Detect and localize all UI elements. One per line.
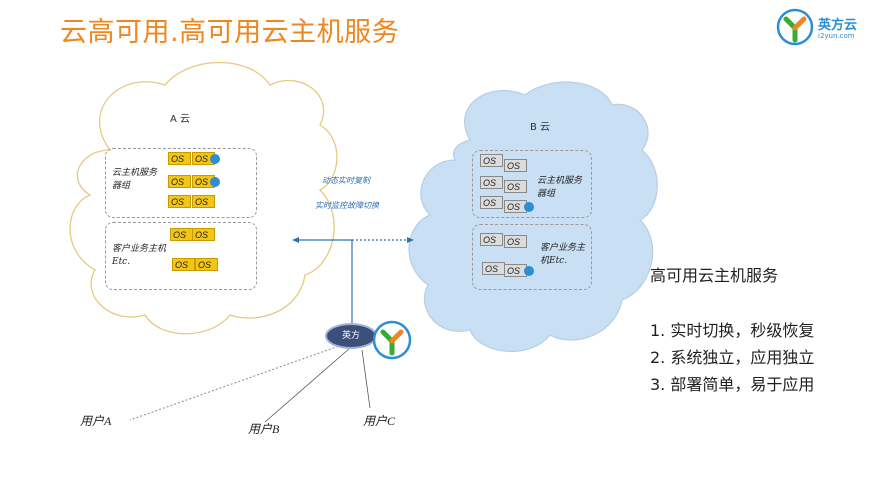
os-block: OS xyxy=(168,152,191,165)
user-c-label: 用户C xyxy=(363,414,396,428)
os-block: OS xyxy=(192,228,215,241)
brand-logo-icon xyxy=(210,154,220,164)
feature-item-1: 1. 实时切换，秒级恢复 xyxy=(650,321,815,340)
page-title: 云高可用.高可用云主机服务 xyxy=(60,17,400,48)
os-block: OS xyxy=(170,228,193,241)
brand-logo-icon xyxy=(210,177,220,187)
replication-label: 动态实时复制 xyxy=(322,176,370,185)
hub-node: 英方 xyxy=(325,323,377,349)
cloud-b-server-group xyxy=(472,150,592,218)
cloud-b-label: B 云 xyxy=(530,122,551,133)
feature-item-2: 2. 系统独立，应用独立 xyxy=(650,348,815,367)
brand-logo-icon xyxy=(372,320,412,360)
user-a-label: 用户A xyxy=(80,414,112,428)
brand-url: i2yun.com xyxy=(818,32,855,40)
os-block: OS xyxy=(504,180,527,193)
os-block: OS xyxy=(192,195,215,208)
os-block: OS xyxy=(480,154,503,167)
features-title: 高可用云主机服务 xyxy=(650,266,779,285)
user-b-label: 用户B xyxy=(248,422,280,436)
cloud-a-group1-label: 云主机服务器组 xyxy=(112,168,158,191)
os-block: OS xyxy=(482,262,505,275)
feature-item-3: 3. 部署简单，易于应用 xyxy=(650,375,815,394)
cloud-a-server-group xyxy=(105,148,257,218)
os-block: OS xyxy=(480,196,503,209)
os-block: OS xyxy=(172,258,195,271)
cloud-a-label: A 云 xyxy=(170,114,191,125)
os-block: OS xyxy=(168,195,191,208)
os-block: OS xyxy=(192,152,215,165)
os-block: OS xyxy=(168,175,191,188)
hub-label: 英方 xyxy=(341,331,360,341)
brand-name: 英方云 xyxy=(818,18,858,33)
cloud-b-group1-label: 云主机服务器组 xyxy=(537,176,583,199)
brand-logo-icon xyxy=(776,8,814,46)
cloud-b-business-group xyxy=(472,224,592,290)
monitoring-label: 实时监控故障切换 xyxy=(315,201,379,210)
cloud-b-group2-label: 客户业务主机Etc. xyxy=(540,243,586,266)
cloud-a-group2-label: 客户业务主机Etc. xyxy=(112,244,167,267)
brand-logo-icon xyxy=(524,266,534,276)
os-block: OS xyxy=(504,159,527,172)
os-block: OS xyxy=(480,233,503,246)
os-block: OS xyxy=(195,258,218,271)
os-block: OS xyxy=(504,264,527,277)
os-block: OS xyxy=(480,176,503,189)
cloud-b-shape xyxy=(408,81,658,353)
cloud-a-business-group xyxy=(105,222,257,290)
brand-logo-icon xyxy=(524,202,534,212)
os-block: OS xyxy=(504,235,527,248)
